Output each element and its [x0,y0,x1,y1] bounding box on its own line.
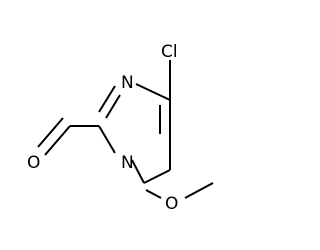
bond-n1-c2 [98,85,116,113]
bond-c4-o-main [145,189,162,199]
bond-c2-n3 [98,125,116,154]
structure-drawing: Cl N N O O [27,42,214,214]
atom-label-n3: N [121,153,134,173]
bond-c4-c5 [143,169,171,184]
molecule-canvas: Cl N N O O [27,42,214,214]
bond-n1-c2-inner [105,94,121,119]
atom-label-o-aldehyde: O [27,153,40,173]
bond-cho-o [44,125,71,156]
atom-label-cl: Cl [161,42,178,62]
atom-label-o-methoxy: O [165,194,178,214]
atom-label-n1: N [121,73,134,93]
bond-o-ch3 [184,182,214,199]
bond-n3-c4-main [131,159,145,184]
bond-cho-o-inner [37,117,64,148]
bond-c6-n1 [135,83,171,101]
